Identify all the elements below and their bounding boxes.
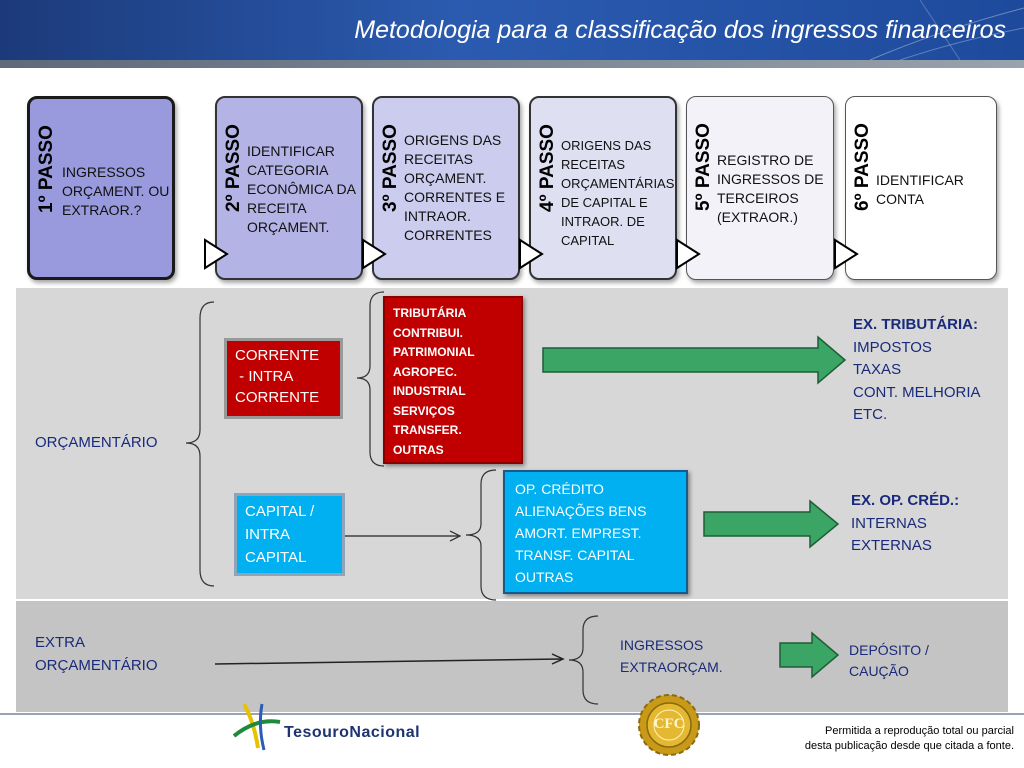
ex-tributaria-item: IMPOSTOS — [853, 338, 932, 356]
tesouro-emblem-icon — [232, 703, 281, 751]
extra-brace — [568, 615, 599, 705]
footer-note-line-2: desta publicação desde que citada a font… — [804, 740, 1014, 752]
origem-capital-item: ALIENAÇÕES BENS — [515, 503, 647, 519]
extra-label-line-2: ORÇAMENTÁRIO — [35, 657, 158, 674]
cfc-gear-icon — [638, 694, 700, 756]
extra-orcamentario-band — [16, 601, 1008, 712]
origem-corrente-item: INDUSTRIAL — [393, 384, 466, 398]
step-arrow-4 — [676, 238, 701, 270]
ingressos-line-2: EXTRAORÇAM. — [620, 659, 723, 675]
origem-corrente-item: AGROPEC. — [393, 364, 458, 379]
corrente-line-3: CORRENTE — [235, 389, 320, 406]
green-arrow-tributaria — [542, 335, 847, 385]
origem-capital-item: TRANSF. CAPITAL — [515, 547, 635, 563]
step-4-text: ORIGENS DAS RECEITAS ORÇAMENTÁRIAS DE CA… — [561, 138, 675, 248]
ex-credito-list: EX. OP. CRÉD.: INTERNAS EXTERNAS — [851, 490, 959, 558]
capital-brace — [465, 469, 497, 601]
step-2-box: 2º PASSO IDENTIFICAR CATEGORIA ECONÔMICA… — [215, 96, 363, 280]
extra-label-line-1: EXTRA — [35, 634, 86, 651]
ex-tributaria-item: CONT. MELHORIA — [853, 383, 981, 401]
step-4-box: 4º PASSO ORIGENS DAS RECEITAS ORÇAMENTÁR… — [529, 96, 677, 280]
deposito-line-2: CAUÇÃO — [849, 663, 909, 679]
origens-correntes-box: TRIBUTÁRIA CONTRIBUI. PATRIMONIAL AGROPE… — [383, 296, 523, 464]
step-2-text: IDENTIFICAR CATEGORIA ECONÔMICA DA RECEI… — [247, 143, 356, 235]
footer-note: Permitida a reprodução total ou parcial … — [714, 724, 1014, 754]
step-arrow-3 — [519, 238, 544, 270]
ex-credito-item: INTERNAS — [851, 514, 927, 532]
capital-line-1: CAPITAL / — [245, 503, 315, 520]
ex-tributaria-item: TAXAS — [853, 361, 902, 378]
ex-tributaria-list: EX. TRIBUTÁRIA: IMPOSTOS TAXAS CONT. MEL… — [853, 314, 981, 427]
ex-tributaria-title: EX. TRIBUTÁRIA: — [853, 316, 978, 333]
step-arrow-1 — [204, 238, 229, 270]
green-arrow-deposito — [779, 631, 840, 679]
ingressos-extraorcam-label: INGRESSOS EXTRAORÇAM. — [620, 634, 723, 678]
step-6-text: IDENTIFICAR CONTA — [876, 172, 964, 207]
step-6-box: 6º PASSO IDENTIFICAR CONTA — [845, 96, 997, 280]
orcamentario-brace — [185, 301, 215, 587]
step-1-text: INGRESSOS ORÇAMENT. OU EXTRAOR.? — [62, 164, 170, 218]
step-5-box: 5º PASSO REGISTRO DE INGRESSOS DE TERCEI… — [686, 96, 834, 280]
step-arrow-2 — [362, 238, 387, 270]
capital-line-2: INTRA — [245, 526, 290, 543]
origem-corrente-item: TRANSFER. — [393, 423, 462, 437]
deposito-line-1: DEPÓSITO / — [849, 642, 929, 658]
step-5-text: REGISTRO DE INGRESSOS DE TERCEIROS (EXTR… — [717, 152, 824, 225]
deposito-caucao-label: DEPÓSITO / CAUÇÃO — [849, 640, 929, 682]
step-3-box: 3º PASSO ORIGENS DAS RECEITAS ORÇAMENT. … — [372, 96, 520, 280]
header-decoration — [869, 0, 1024, 60]
ex-credito-title: EX. OP. CRÉD.: — [851, 492, 960, 509]
tesouro-nacional-logo: TesouroNacional — [228, 698, 434, 754]
step-3-text: ORIGENS DAS RECEITAS ORÇAMENT. CORRENTES… — [404, 132, 506, 243]
corrente-line-2: - INTRA — [235, 368, 294, 385]
footer-divider — [0, 713, 1024, 715]
footer-note-line-1: Permitida a reprodução total ou parcial — [825, 725, 1014, 737]
page-title: Metodologia para a classificação dos ing… — [354, 16, 1006, 44]
corrente-line-1: CORRENTE — [235, 347, 320, 364]
extra-orcamentario-label: EXTRA ORÇAMENTÁRIO — [35, 631, 158, 677]
header-bar — [0, 0, 1024, 60]
corrente-box: CORRENTE - INTRA CORRENTE — [224, 338, 343, 419]
ingressos-line-1: INGRESSOS — [620, 637, 704, 653]
capital-box: CAPITAL / INTRA CAPITAL — [234, 493, 345, 576]
origem-corrente-item: SERVIÇOS — [393, 403, 455, 418]
origem-corrente-item: PATRIMONIAL — [393, 345, 475, 359]
origem-corrente-item: TRIBUTÁRIA — [393, 306, 467, 320]
orcamentario-label: ORÇAMENTÁRIO — [35, 434, 158, 451]
cfc-logo-text: CFC — [653, 716, 685, 732]
origem-capital-item: OUTRAS — [515, 569, 574, 585]
corrente-brace — [356, 291, 385, 467]
ex-tributaria-item: ETC. — [853, 406, 888, 423]
origem-corrente-item: OUTRAS — [393, 442, 444, 457]
origem-corrente-item: CONTRIBUI. — [393, 325, 463, 340]
header-stripe — [0, 60, 1024, 68]
step-1-box: 1º PASSO INGRESSOS ORÇAMENT. OU EXTRAOR.… — [27, 96, 175, 280]
origem-capital-item: OP. CRÉDITO — [515, 481, 604, 497]
ex-credito-item: EXTERNAS — [851, 537, 932, 554]
capital-line-3: CAPITAL — [245, 549, 307, 566]
tesouro-logo-text: TesouroNacional — [284, 724, 421, 741]
origem-capital-item: AMORT. EMPREST. — [515, 525, 642, 541]
origens-capital-box: OP. CRÉDITO ALIENAÇÕES BENS AMORT. EMPRE… — [503, 470, 688, 594]
green-arrow-credito — [703, 499, 840, 549]
step-arrow-5 — [834, 238, 859, 270]
cfc-seal: CFC — [636, 692, 702, 758]
step-arrows — [204, 238, 859, 270]
